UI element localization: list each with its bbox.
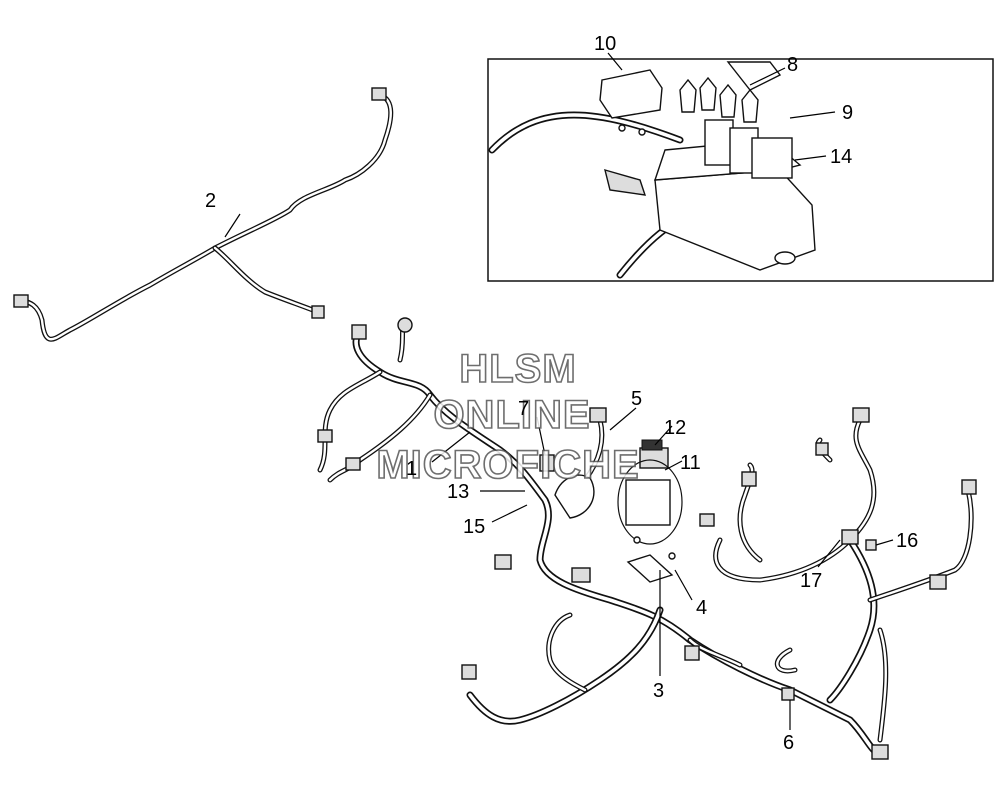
- callout-17: 17: [800, 570, 822, 592]
- main-harness-1: [317, 317, 977, 760]
- callout-16: 16: [896, 530, 918, 552]
- callout-10: 10: [594, 33, 616, 55]
- callout-8: 8: [787, 54, 798, 76]
- watermark: HLSM ONLINE MICROFICHE: [376, 346, 640, 488]
- harness-2: [13, 87, 394, 342]
- callout-3: 3: [653, 680, 664, 702]
- callout-1: 1: [406, 458, 417, 480]
- callout-7: 7: [518, 398, 529, 420]
- callout-4: 4: [696, 597, 707, 619]
- fuse-box-detail-inset: [487, 52, 994, 282]
- watermark-line-3: MICROFICHE: [376, 443, 639, 487]
- callout-6: 6: [783, 732, 794, 754]
- watermark-line-2: ONLINE: [433, 393, 590, 437]
- watermark-line-1: HLSM: [459, 347, 576, 391]
- callout-11: 11: [680, 452, 701, 474]
- callout-2: 2: [205, 190, 216, 212]
- callout-5: 5: [631, 388, 642, 410]
- callout-9: 9: [842, 102, 853, 124]
- callout-14: 14: [830, 146, 852, 168]
- callout-12: 12: [664, 417, 686, 439]
- callout-labels: 1 2 3 4 5 6 7 8 9 10 11 12 13 14 15 16 1…: [205, 33, 918, 754]
- callout-15: 15: [463, 516, 485, 538]
- callout-13: 13: [447, 481, 469, 503]
